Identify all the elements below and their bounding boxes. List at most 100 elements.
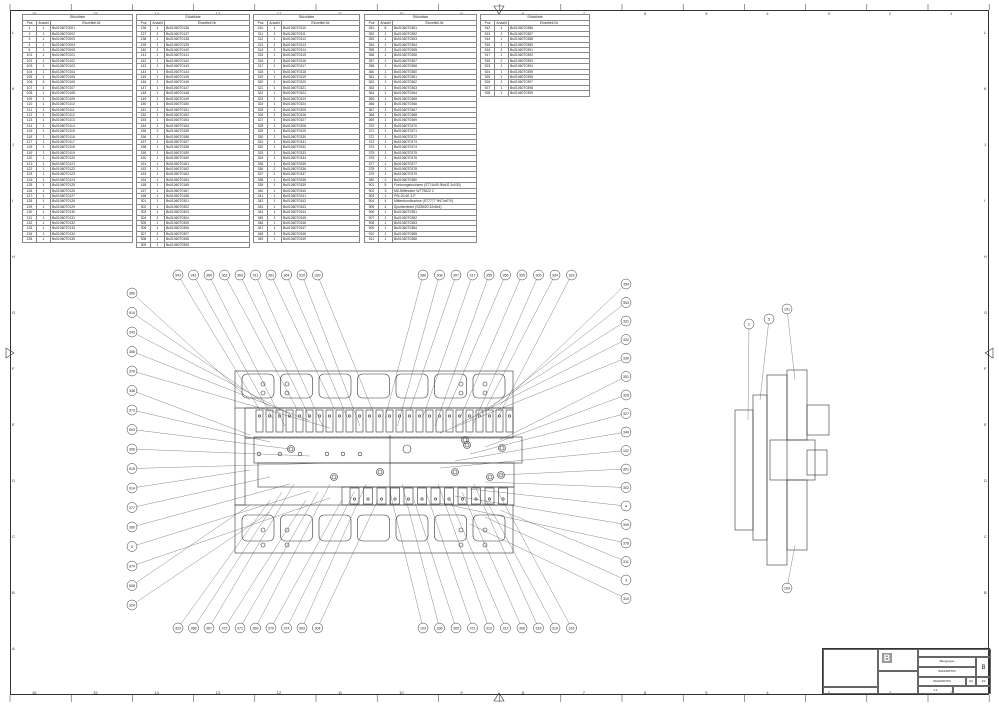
balloon-label: 305 — [453, 626, 459, 630]
balloon-label: 348 — [129, 389, 135, 393]
drawing-name-field: Bs01060T00 — [918, 667, 976, 677]
zone-label: D — [984, 478, 987, 483]
balloon — [781, 303, 793, 315]
balloon-label: 373 — [129, 408, 135, 412]
balloon-label: 343 — [175, 273, 181, 277]
balloon-label: 306 — [519, 626, 525, 630]
clamp-block — [255, 409, 264, 433]
balloon — [516, 622, 528, 634]
zone-label: D — [12, 478, 15, 483]
column-header: Einzelteil-Nr — [50, 19, 133, 27]
side-view-part — [806, 404, 830, 436]
zone-label: 6 — [644, 690, 647, 695]
zone-label: K — [12, 86, 15, 91]
screw-hole — [297, 451, 303, 457]
field-date — [918, 649, 991, 657]
balloon-label: 301 — [623, 467, 629, 471]
screw-inner — [462, 437, 468, 443]
leader-line — [484, 274, 556, 411]
balloon — [219, 622, 230, 634]
clamp-block — [455, 409, 464, 433]
part-number-cell: Spuhlenfeder (SZB020 32x8x4) — [392, 203, 477, 211]
screw-inner — [452, 469, 458, 475]
leader-line — [454, 339, 627, 427]
center-beam-lower — [257, 462, 515, 488]
balloon — [483, 269, 495, 281]
screw-head — [330, 473, 338, 481]
description-field: Baugruppe — [918, 657, 976, 667]
lower-clamp — [363, 487, 373, 505]
pocket — [318, 373, 352, 399]
zone-label: 14 — [154, 11, 159, 16]
balloon — [467, 269, 478, 281]
leader-line — [439, 502, 627, 544]
clamp-block — [485, 409, 494, 433]
balloon — [620, 463, 632, 475]
leader-line — [409, 274, 457, 411]
pin-hole — [427, 414, 431, 418]
balloon-label: 3 — [625, 578, 627, 582]
leader-line — [208, 274, 286, 427]
balloon — [126, 463, 138, 474]
pin-hole — [352, 497, 356, 501]
balloon — [620, 537, 632, 549]
zone-label: 6 — [644, 11, 647, 16]
balloon-label: 330 — [623, 356, 629, 360]
column-header: Einzelteil-Nr — [392, 19, 477, 27]
side-view-part — [752, 394, 768, 541]
balloon-label: 349 — [623, 430, 629, 434]
balloon — [296, 622, 308, 634]
clamp-block — [295, 409, 304, 433]
zone-label: 3 — [827, 690, 830, 695]
zone-label: 14 — [154, 690, 159, 695]
part-number-cell: Bs01060T0349 — [281, 236, 360, 243]
balloon — [250, 622, 261, 634]
balloon — [434, 269, 445, 281]
leader-line — [131, 409, 271, 443]
leader-line — [786, 308, 796, 381]
leader-line — [131, 462, 331, 469]
pin-hole — [317, 414, 321, 418]
zone-label: A — [12, 646, 15, 651]
balloon-label: 908 — [129, 584, 135, 588]
balloon-label: 310 — [623, 597, 629, 601]
balloon-label: 102 — [623, 449, 629, 453]
balloon-label: 353 — [623, 301, 629, 305]
part-number-cell: Bs01060T0309 — [164, 241, 250, 249]
balloon — [620, 426, 632, 438]
zone-label: 12 — [276, 11, 282, 16]
leader-line — [484, 516, 627, 581]
balloon — [450, 269, 462, 281]
parts-list-title: Stückliste — [22, 14, 133, 20]
balloon-label: 332 — [623, 338, 629, 342]
leader-line — [473, 483, 539, 629]
leader-line — [454, 495, 627, 525]
leader-line — [422, 274, 473, 419]
pocket — [280, 514, 313, 542]
balloon — [434, 622, 445, 634]
zone-label: C — [12, 534, 15, 539]
pin-hole — [379, 497, 383, 501]
leader-line — [499, 509, 627, 562]
zone-label: F — [12, 366, 15, 371]
balloon — [203, 269, 215, 281]
zone-label: 16 — [32, 11, 37, 16]
pin-hole — [406, 497, 410, 501]
balloon — [188, 622, 199, 634]
bolt-hole — [260, 527, 266, 533]
balloon-label: 380 — [420, 273, 426, 277]
balloon-label: 363 — [237, 273, 243, 277]
leader-line — [224, 499, 307, 629]
balloon-label: 377 — [129, 506, 135, 510]
leader-line — [239, 491, 319, 629]
balloon-label: 334 — [552, 273, 558, 277]
